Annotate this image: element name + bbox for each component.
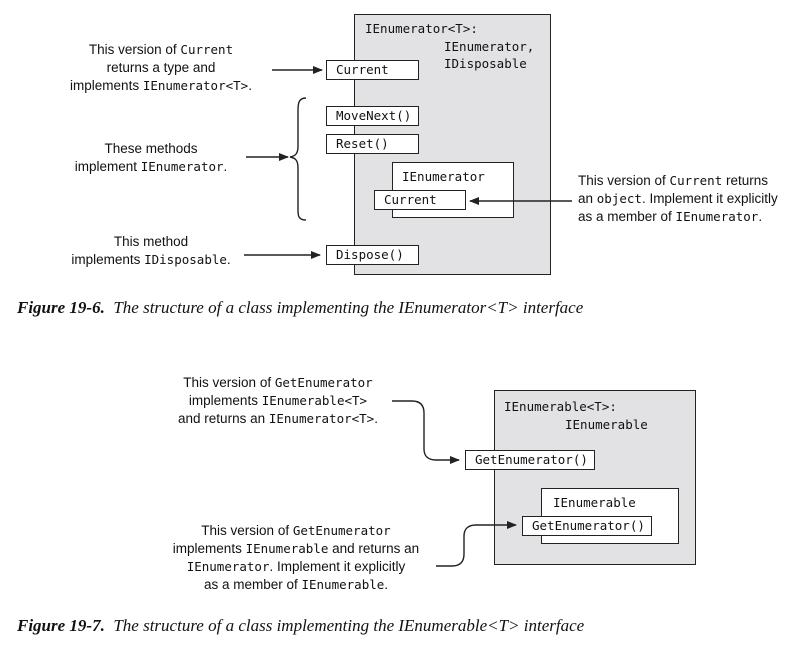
member-getenumerator: GetEnumerator(): [465, 450, 595, 470]
code-text: GetEnumerator: [274, 375, 373, 390]
note-current-returns-type: This version of Current returns a type a…: [58, 41, 264, 95]
note-text: This version of: [183, 375, 275, 390]
note-text: . Implement it explicitly: [641, 191, 778, 206]
member-current: Current: [326, 60, 419, 80]
member-dispose: Dispose(): [326, 245, 419, 265]
caption-label: Figure 19-7.: [17, 616, 105, 635]
note-text: . Implement it explicitly: [269, 559, 406, 574]
note-text: as a member of: [578, 209, 676, 224]
code-text: Current: [669, 173, 723, 188]
arrow-to-inner-getenumerator: [436, 521, 517, 567]
note-text: .: [226, 252, 231, 267]
note-text: and returns an: [328, 541, 420, 556]
inner-ienumerator-title: IEnumerator: [402, 169, 485, 184]
note-methods-implement: These methods implement IEnumerator.: [56, 140, 246, 176]
code-text: IEnumerator<T>: [142, 78, 249, 93]
member-reset: Reset(): [326, 134, 419, 154]
note-text: .: [384, 577, 389, 592]
code-text: IEnumerable<T>: [261, 393, 368, 408]
class-header-line1: IEnumerator<T>:: [365, 21, 478, 36]
note-text: This version of: [578, 173, 670, 188]
note-text: .: [374, 411, 378, 426]
code-text: IEnumerable: [245, 541, 329, 556]
note-text: as a member of: [203, 577, 302, 592]
code-text: IEnumerable: [301, 577, 385, 592]
class-header-line1: IEnumerable<T>:: [504, 399, 617, 414]
code-text: GetEnumerator: [292, 523, 391, 538]
caption-label: Figure 19-6.: [17, 298, 105, 317]
note-text: This version of: [88, 42, 181, 57]
note-text: returns: [722, 173, 769, 188]
note-text: .: [758, 209, 763, 224]
code-text: IEnumerator: [140, 159, 224, 174]
inner-member-current: Current: [374, 190, 466, 210]
code-text: IEnumerator<T>: [268, 411, 375, 426]
code-text: object: [596, 191, 642, 206]
note-text: implements: [70, 78, 143, 93]
note-text: an: [578, 191, 597, 206]
note-text: implement: [74, 159, 141, 174]
class-header-line3: IDisposable: [444, 56, 527, 71]
class-header-line2: IEnumerable: [565, 417, 648, 432]
note-getenumerator-generic: This version of GetEnumerator implements…: [160, 374, 396, 428]
figure-19-7-caption: Figure 19-7. The structure of a class im…: [17, 616, 584, 636]
note-text: These methods: [104, 141, 198, 156]
arrow-to-getenumerator: [392, 400, 460, 464]
curly-brace: [289, 97, 307, 221]
caption-text: The structure of a class implementing th…: [113, 298, 584, 317]
note-text: This method: [113, 234, 189, 249]
caption-text: The structure of a class implementing th…: [113, 616, 585, 635]
note-text: This version of: [201, 523, 293, 538]
code-text: IEnumerator: [675, 209, 759, 224]
note-text: .: [223, 159, 228, 174]
code-text: IEnumerator: [186, 559, 270, 574]
note-text: returns a type and: [106, 60, 216, 75]
class-header-line2: IEnumerator,: [444, 39, 535, 54]
note-dispose-implements: This method implements IDisposable.: [56, 233, 246, 269]
code-text: IDisposable: [144, 252, 227, 267]
member-movenext: MoveNext(): [326, 106, 419, 126]
note-text: implements: [71, 252, 145, 267]
note-getenumerator-explicit: This version of GetEnumerator implements…: [148, 522, 444, 594]
figure-19-6-caption: Figure 19-6. The structure of a class im…: [17, 298, 583, 318]
note-text: implements: [172, 541, 246, 556]
inner-member-getenumerator: GetEnumerator(): [522, 516, 652, 536]
note-text: implements: [188, 393, 262, 408]
note-text: and returns an: [178, 411, 269, 426]
note-text: .: [248, 78, 252, 93]
inner-ienumerable-title: IEnumerable: [553, 495, 636, 510]
code-text: Current: [180, 42, 234, 57]
note-current-explicit: This version of Current returns an objec…: [578, 172, 778, 226]
